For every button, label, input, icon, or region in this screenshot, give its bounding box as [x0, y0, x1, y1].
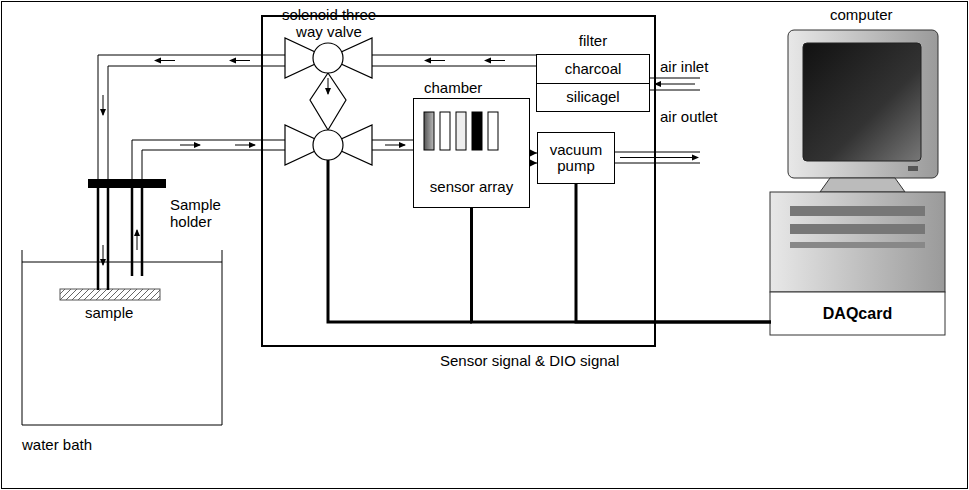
flow-arrows	[103, 61, 698, 266]
signal-label: Sensor signal & DIO signal	[440, 352, 619, 369]
layer-name: silicagel	[566, 89, 619, 106]
enclosure	[262, 16, 655, 346]
sample-holder	[88, 179, 166, 290]
connector	[472, 208, 772, 322]
charcoal-layer: charcoal	[537, 55, 649, 83]
box-heading: chamber	[422, 80, 484, 97]
box-heading: filter	[537, 33, 649, 50]
silicagel-layer: silicagel	[537, 83, 649, 111]
connector	[530, 150, 537, 167]
sensor-elements	[424, 112, 498, 150]
chamber-box: chambersensor array	[413, 98, 530, 208]
layer-name: charcoal	[565, 61, 622, 78]
part-label: Sample holder	[170, 196, 236, 231]
filter-box: filtercharcoalsilicagel	[536, 54, 650, 112]
valve-symbols	[285, 38, 372, 165]
valve-label: solenoid three way valve	[270, 6, 388, 41]
part-label: water bath	[22, 436, 92, 453]
box-text: sensor array	[414, 179, 529, 196]
vacuum-pump-box: vacuum pump	[537, 132, 615, 184]
port-label: air inlet	[660, 58, 708, 75]
box-text: DAQcard	[823, 305, 892, 323]
box-text: vacuum pump	[544, 142, 608, 175]
port-label: air outlet	[660, 108, 718, 125]
daqcard-box: DAQcard	[771, 293, 944, 334]
part-label: computer	[830, 6, 893, 23]
computer-illustration	[770, 30, 945, 335]
connector	[576, 184, 771, 322]
part-label: sample	[85, 304, 133, 321]
water-bath	[22, 250, 222, 425]
